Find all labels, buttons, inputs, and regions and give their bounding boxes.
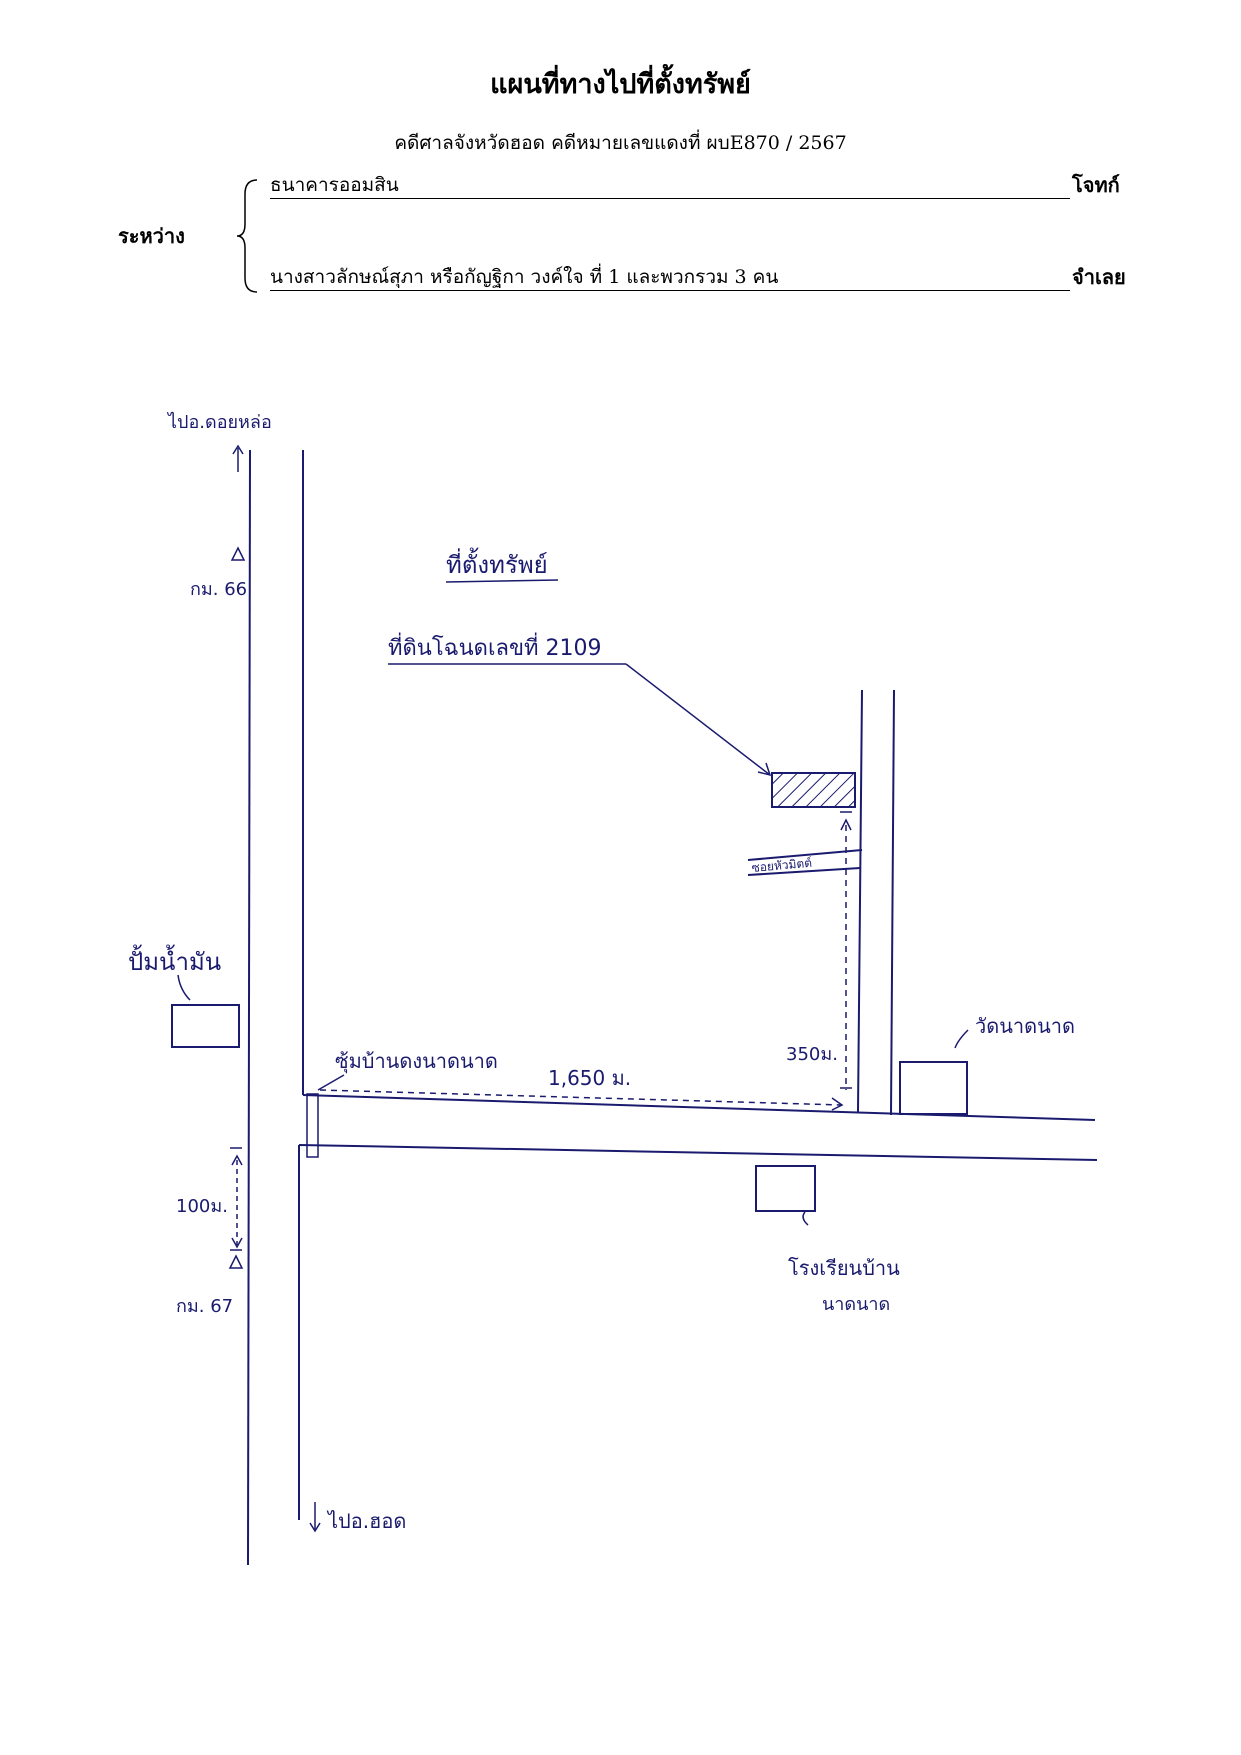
defendant-role: จำเลย — [1072, 265, 1126, 289]
branch-lane-top — [747, 849, 863, 861]
gas-station-label: ปั้มน้ำมัน — [128, 944, 221, 976]
property-parcel — [771, 772, 856, 808]
plaintiff-name: ธนาคารออมสิน — [270, 172, 1070, 199]
east-road-north-edge — [302, 1094, 1096, 1121]
property-label: ที่ดินโฉนดเลขที่ 2109 — [388, 632, 601, 661]
plaintiff-role: โจทก์ — [1072, 173, 1120, 197]
page-title: แผนที่ทางไปที่ตั้งทรัพย์ — [490, 69, 751, 100]
soi-west-edge — [857, 689, 863, 1113]
km-north-label: กม. 66 — [190, 579, 247, 600]
village-gate-marker — [306, 1093, 319, 1158]
temple-label: วัดนาดนาด — [975, 1014, 1075, 1038]
temple-building — [899, 1061, 968, 1115]
case-number: คดีศาลจังหวัดฮอด คดีหมายเลขแดงที่ ผบE870… — [394, 132, 847, 154]
to-north-label: ไปอ.ดอยหล่อ — [166, 411, 272, 433]
village-junction-label: ซุ้มบ้านดงนาดนาด — [335, 1049, 498, 1074]
defendant-name: นางสาวลักษณ์สุภา หรือกัญฐิกา วงค์ใจ ที่ … — [270, 264, 1070, 291]
property-heading: ที่ตั้งทรัพย์ — [446, 547, 548, 579]
branch-lane-bottom — [747, 867, 861, 876]
distance-east-label: 1,650 ม. — [548, 1066, 631, 1090]
soi-east-edge — [890, 689, 895, 1116]
property-pointer-line — [625, 663, 771, 776]
between-label: ระหว่าง — [118, 224, 185, 248]
school-building — [755, 1165, 816, 1212]
distance-north-label: 350ม. — [786, 1044, 838, 1065]
to-south-label: ไปอ.ฮอด — [326, 1509, 406, 1533]
side-road-label: ซอยหัวมิตต์ — [751, 856, 813, 875]
school-label-line2: นาดนาด — [822, 1294, 890, 1315]
gas-station-building — [171, 1004, 240, 1048]
east-road-south-edge — [298, 1144, 1098, 1161]
km-south-label: กม. 67 — [176, 1296, 233, 1317]
distance-south-label: 100ม. — [176, 1196, 228, 1217]
highway-west-edge — [247, 449, 251, 1566]
curly-brace — [236, 179, 258, 293]
school-label-line1: โรงเรียนบ้าน — [788, 1256, 900, 1280]
